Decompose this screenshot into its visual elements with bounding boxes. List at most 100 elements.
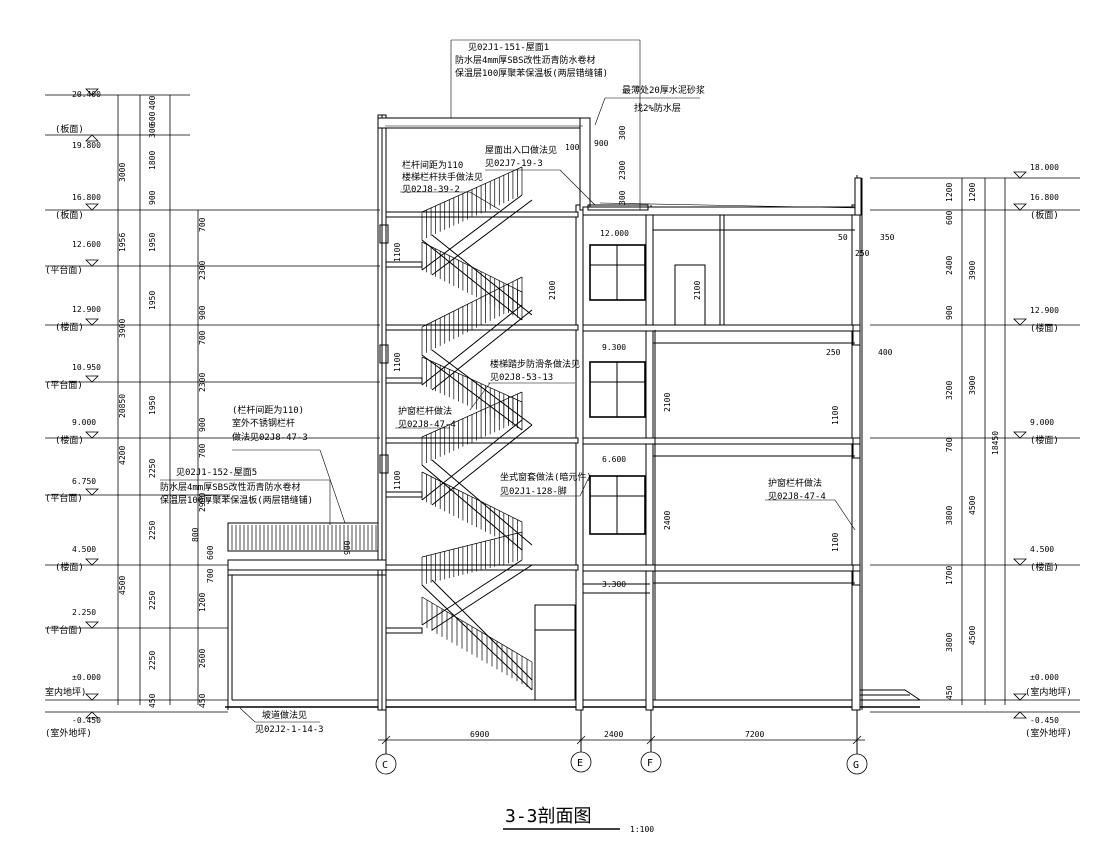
- roof-exit-note: 屋面出入口做法见: [485, 144, 557, 156]
- roof-note-3: 保温层100厚聚苯保温板(两层错缝铺): [455, 67, 608, 79]
- stair-railings: [421, 166, 533, 690]
- stair-rail-note-1: 栏杆间距为110: [402, 159, 463, 171]
- room-level: 12.000: [600, 229, 629, 238]
- dim: 2400: [663, 511, 672, 530]
- left-level: 16.800: [72, 193, 101, 202]
- window-ref: 见02J1-128-脚: [500, 486, 567, 497]
- room-level: 6.600: [602, 455, 626, 464]
- guard-rail-note: 护窗栏杆做法: [398, 405, 452, 417]
- right-level-tag: (楼面): [1030, 434, 1059, 446]
- dim: 300: [148, 123, 157, 138]
- right-level: 16.800: [1030, 193, 1059, 202]
- dim: 700: [945, 437, 954, 452]
- left-level: 20.400: [72, 90, 101, 99]
- right-dimension-numbers: 1200 600 2400 900 700 3200 3800 1700 380…: [945, 183, 1000, 700]
- dim: 2250: [148, 591, 157, 610]
- left-level-tag: (板面): [55, 123, 84, 135]
- dim: 3200: [945, 381, 954, 400]
- dim: 1100: [393, 353, 402, 372]
- dim: 900: [148, 190, 157, 205]
- dim: 20850: [118, 394, 127, 418]
- left-level-tag: (平台面): [45, 264, 83, 276]
- dim: 3900: [968, 261, 977, 280]
- dim: 450: [148, 693, 157, 708]
- railing-handrail: [421, 166, 523, 213]
- dim: 2300: [198, 261, 207, 280]
- roof-right-note-1: 最薄处20厚水泥砂浆: [622, 84, 705, 96]
- stair-slab-ref: 见02J8-53-13: [490, 372, 553, 383]
- left-level: 12.900: [72, 305, 101, 314]
- left-dimension-numbers: 3000 1956 3900 20850 4200 4500 400 600 3…: [118, 95, 215, 708]
- railing-handrail: [421, 356, 523, 403]
- dim: 1100: [831, 533, 840, 552]
- dim: 1950: [148, 233, 157, 252]
- left-level-tag: (平台面): [45, 492, 83, 504]
- left-level-tag: 室内地坪): [45, 686, 86, 698]
- dim: 250: [855, 249, 870, 258]
- dim: 1956: [118, 233, 127, 252]
- left-level: -0.450: [72, 716, 101, 725]
- dim: 900: [198, 417, 207, 432]
- dim-total: 18450: [991, 431, 1000, 455]
- dim: 700: [198, 330, 207, 345]
- dim: 450: [945, 685, 954, 700]
- right-level: ±0.000: [1030, 673, 1059, 682]
- right-level-tag: (室外地坪): [1025, 727, 1072, 739]
- left-level: 6.750: [72, 477, 96, 486]
- dim: 2300: [198, 373, 207, 392]
- right-level-tag: (楼面): [1030, 561, 1059, 573]
- dim: 900: [343, 540, 352, 555]
- axis-c: C: [382, 760, 388, 771]
- dim: 250: [826, 348, 841, 357]
- axis-g: G: [853, 760, 859, 771]
- left-level: 2.250: [72, 608, 96, 617]
- left-level: ±0.000: [72, 673, 101, 682]
- right-level-tag: (板面): [1030, 209, 1059, 221]
- left-level: 10.950: [72, 363, 101, 372]
- outdoor-rail-note-1: (栏杆间距为110): [232, 404, 304, 416]
- left-level: 19.800: [72, 141, 101, 150]
- roof-note-2: 防水层4mm厚SBS改性沥青防水卷材: [455, 54, 596, 66]
- dim: 1950: [148, 396, 157, 415]
- right-level: 18.000: [1030, 163, 1059, 172]
- room-level: 9.300: [602, 343, 626, 352]
- roof-right-note-2: 找2%防水层: [634, 102, 681, 114]
- dim: 2250: [148, 521, 157, 540]
- right-level: -0.450: [1030, 716, 1059, 725]
- low-roof-note-2: 防水层4mm厚SBS改性沥青防水卷材: [160, 481, 301, 493]
- dim: 1100: [831, 406, 840, 425]
- dim: 4500: [968, 496, 977, 515]
- left-level-tag: (平台面): [45, 624, 83, 636]
- dim: 2900: [198, 493, 207, 512]
- outdoor-rail-note-2: 室外不锈钢栏杆: [232, 417, 295, 429]
- dim: 900: [594, 139, 609, 148]
- dim: 450: [198, 693, 207, 708]
- left-level-tag: (楼面): [55, 321, 84, 333]
- left-level: 9.000: [72, 418, 96, 427]
- left-level-tag: (平台面): [45, 379, 83, 391]
- left-level: 4.500: [72, 545, 96, 554]
- inner-dimension-numbers: 1100 1100 1100 2100 2100 2400 1100 1100 …: [343, 125, 895, 555]
- left-level-tag: (室外地坪): [45, 727, 92, 739]
- dim: 700: [198, 217, 207, 232]
- right-level: 4.500: [1030, 545, 1054, 554]
- railing-handrail: [421, 391, 523, 438]
- span-c-e: 6900: [470, 730, 489, 739]
- dim: 2600: [198, 649, 207, 668]
- annotations: 见02J1-151-屋面1 防水层4mm厚SBS改性沥青防水卷材 保温层100厚…: [160, 42, 826, 735]
- left-level-tag: (楼面): [55, 434, 84, 446]
- span-e-f: 2400: [604, 730, 623, 739]
- dim: 800: [191, 527, 200, 542]
- dim: 700: [206, 568, 215, 583]
- dim: 2250: [148, 651, 157, 670]
- dim: 4200: [118, 446, 127, 465]
- dim: 1200: [198, 593, 207, 612]
- dim: 600: [206, 545, 215, 560]
- left-dimension-lines: [45, 88, 380, 719]
- railing-handrail: [421, 276, 523, 328]
- room-level: 3.300: [602, 580, 626, 589]
- dim: 100: [565, 143, 580, 152]
- dim: 1700: [945, 566, 954, 585]
- span-f-g: 7200: [745, 730, 764, 739]
